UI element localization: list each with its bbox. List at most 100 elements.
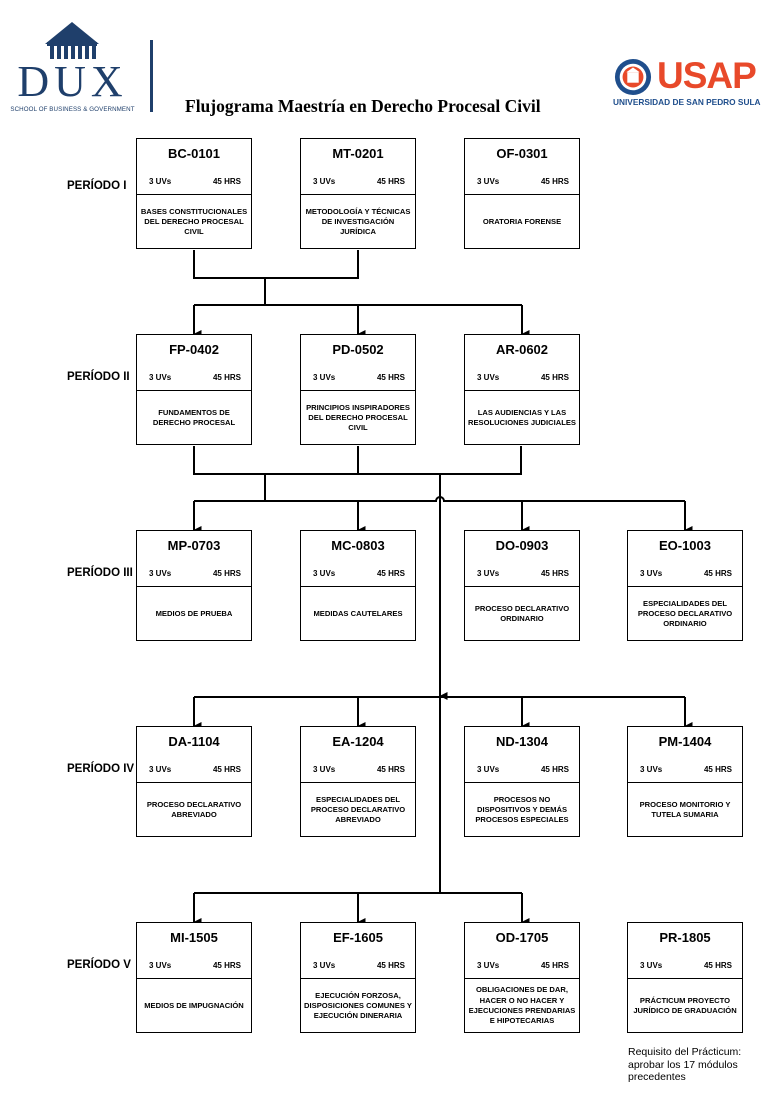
course-divider (628, 782, 742, 783)
course-name: PROCESO DECLARATIVO ABREVIADO (146, 799, 242, 819)
course-divider (137, 390, 251, 391)
course-code: EO-1003 (658, 538, 712, 553)
course-box: DA-1104 3 UVs 45 HRS PROCESO DECLARATIVO… (136, 726, 252, 837)
course-hours: 45 HRS (212, 961, 241, 970)
course-hours: 45 HRS (212, 177, 241, 186)
course-hours: 45 HRS (376, 177, 405, 186)
course-code: MP-0703 (167, 538, 221, 553)
period-label: PERÍODO IV (67, 763, 135, 775)
course-code: DA-1104 (168, 734, 220, 749)
course-name: BASES CONSTITUCIONALES DEL DERECHO PROCE… (140, 206, 248, 237)
usap-logo: USAP UNIVERSIDAD DE SAN PEDRO SULA (610, 52, 761, 112)
course-credits: 3 UVs (477, 569, 500, 578)
course-name: ESPECIALIDADES DEL PROCESO DECLARATIVO O… (637, 598, 733, 629)
course-box: OD-1705 3 UVs 45 HRS OBLIGACIONES DE DAR… (464, 922, 580, 1033)
course-divider (465, 978, 579, 979)
course-divider (628, 978, 742, 979)
course-box: OF-0301 3 UVs 45 HRS ORATORIA FORENSE (464, 138, 580, 249)
course-code: PM-1404 (658, 734, 712, 749)
course-name: MEDIDAS CAUTELARES (313, 608, 403, 618)
course-hours: 45 HRS (376, 961, 405, 970)
course-name: PROCESOS NO DISPOSITIVOS Y DEMÁS PROCESO… (475, 794, 569, 825)
dux-tagline: SCHOOL OF BUSINESS & GOVERNMENT (10, 106, 135, 113)
course-box: AR-0602 3 UVs 45 HRS LAS AUDIENCIAS Y LA… (464, 334, 580, 445)
course-hours: 45 HRS (212, 373, 241, 382)
usap-wordmark: USAP (657, 55, 757, 96)
course-divider (628, 586, 742, 587)
course-name: PRINCIPIOS INSPIRADORES DEL DERECHO PROC… (306, 402, 410, 433)
course-box: BC-0101 3 UVs 45 HRS BASES CONSTITUCIONA… (136, 138, 252, 249)
course-code: BC-0101 (167, 146, 221, 161)
course-box: MP-0703 3 UVs 45 HRS MEDIOS DE PRUEBA (136, 530, 252, 641)
course-name: LAS AUDIENCIAS Y LAS RESOLUCIONES JUDICI… (467, 407, 576, 427)
course-divider (301, 194, 415, 195)
course-credits: 3 UVs (477, 961, 500, 970)
course-code: PR-1805 (659, 930, 711, 945)
course-name: METODOLOGÍA Y TÉCNICAS DE INVESTIGACIÓN … (305, 206, 411, 237)
course-hours: 45 HRS (212, 765, 241, 774)
course-divider (301, 782, 415, 783)
course-name: FUNDAMENTOS DE DERECHO PROCESAL (152, 407, 236, 427)
course-divider (301, 390, 415, 391)
course-credits: 3 UVs (640, 961, 663, 970)
course-hours: 45 HRS (540, 177, 569, 186)
course-name: PROCESO MONITORIO Y TUTELA SUMARIA (639, 799, 731, 819)
course-credits: 3 UVs (640, 569, 663, 578)
course-divider (137, 194, 251, 195)
course-code: MI-1505 (170, 930, 218, 945)
course-code: AR-0602 (495, 342, 549, 357)
course-credits: 3 UVs (313, 569, 336, 578)
connector-line (193, 250, 359, 279)
course-name: OBLIGACIONES DE DAR, HACER O NO HACER Y … (468, 985, 576, 1026)
course-box: MT-0201 3 UVs 45 HRS METODOLOGÍA Y TÉCNI… (300, 138, 416, 249)
course-box: DO-0903 3 UVs 45 HRS PROCESO DECLARATIVO… (464, 530, 580, 641)
course-box: PR-1805 3 UVs 45 HRS PRÁCTICUM PROYECTO … (627, 922, 743, 1033)
usap-seal-icon (614, 58, 652, 96)
course-code: EF-1605 (333, 930, 383, 945)
period-label: PERÍODO V (67, 959, 131, 971)
course-hours: 45 HRS (703, 765, 732, 774)
course-credits: 3 UVs (313, 177, 336, 186)
page-title: Flujograma Maestría en Derecho Procesal … (185, 96, 541, 116)
course-code: OF-0301 (496, 146, 548, 161)
course-box: EF-1605 3 UVs 45 HRS EJECUCIÓN FORZOSA, … (300, 922, 416, 1033)
course-divider (301, 978, 415, 979)
course-credits: 3 UVs (313, 765, 336, 774)
course-hours: 45 HRS (540, 373, 569, 382)
usap-subtitle: UNIVERSIDAD DE SAN PEDRO SULA (613, 97, 761, 107)
course-name: MEDIOS DE IMPUGNACIÓN (144, 1000, 244, 1010)
course-credits: 3 UVs (477, 765, 500, 774)
period-label: PERÍODO I (67, 180, 127, 192)
course-credits: 3 UVs (313, 961, 336, 970)
course-divider (137, 978, 251, 979)
dux-wordmark: DUX (17, 57, 128, 106)
course-hours: 45 HRS (540, 961, 569, 970)
course-hours: 45 HRS (376, 569, 405, 578)
course-credits: 3 UVs (640, 765, 663, 774)
course-name: EJECUCIÓN FORZOSA, DISPOSICIONES COMUNES… (304, 990, 412, 1021)
course-divider (465, 390, 579, 391)
course-divider (137, 586, 251, 587)
course-hours: 45 HRS (703, 569, 732, 578)
course-name: MEDIOS DE PRUEBA (155, 608, 233, 618)
dux-building-icon (45, 22, 99, 59)
course-code: MC-0803 (331, 538, 385, 553)
course-hours: 45 HRS (540, 765, 569, 774)
course-hours: 45 HRS (376, 373, 405, 382)
course-credits: 3 UVs (149, 569, 172, 578)
course-credits: 3 UVs (477, 177, 500, 186)
course-name: PRÁCTICUM PROYECTO JURÍDICO DE GRADUACIÓ… (633, 995, 737, 1015)
period-label: PERÍODO III (67, 567, 133, 579)
course-box: MI-1505 3 UVs 45 HRS MEDIOS DE IMPUGNACI… (136, 922, 252, 1033)
course-box: EO-1003 3 UVs 45 HRS ESPECIALIDADES DEL … (627, 530, 743, 641)
course-box: FP-0402 3 UVs 45 HRS FUNDAMENTOS DE DERE… (136, 334, 252, 445)
course-divider (465, 586, 579, 587)
course-name: ORATORIA FORENSE (482, 216, 562, 226)
course-credits: 3 UVs (149, 961, 172, 970)
course-box: MC-0803 3 UVs 45 HRS MEDIDAS CAUTELARES (300, 530, 416, 641)
course-hours: 45 HRS (540, 569, 569, 578)
course-box: ND-1304 3 UVs 45 HRS PROCESOS NO DISPOSI… (464, 726, 580, 837)
course-divider (137, 782, 251, 783)
course-hours: 45 HRS (212, 569, 241, 578)
